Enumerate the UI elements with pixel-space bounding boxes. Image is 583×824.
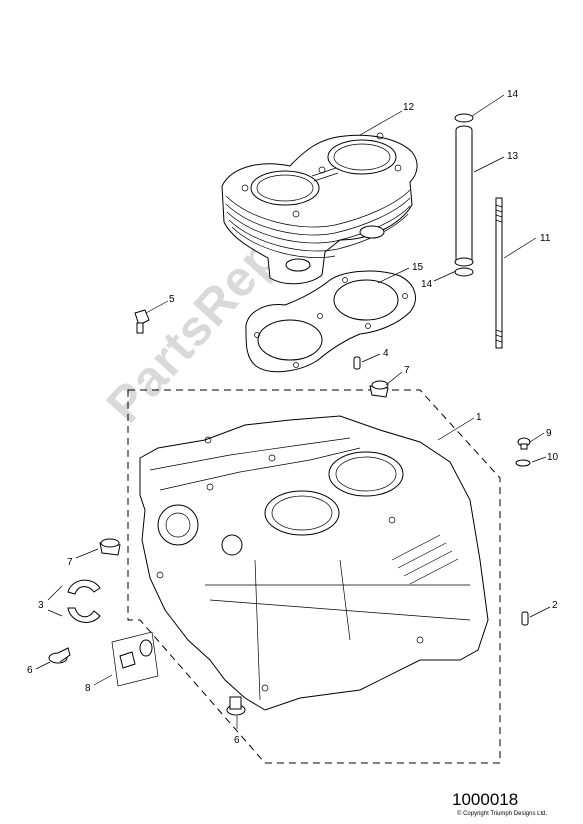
plug-assembly: [111, 631, 159, 687]
callout-12: 12: [403, 102, 415, 113]
callout-2: 2: [552, 600, 558, 611]
callout-15: 15: [412, 262, 424, 273]
callout-14-bottom: 14: [421, 279, 433, 290]
crankcase-boundary: [127, 389, 501, 764]
base-gasket: [245, 270, 416, 373]
callout-9: 9: [546, 428, 552, 439]
callout-10: 10: [547, 452, 559, 463]
callout-5: 5: [169, 294, 175, 305]
callout-1: 1: [476, 412, 482, 423]
pushrod-tube: [454, 113, 474, 277]
drain-plug-bottom: [226, 696, 246, 716]
callout-6-left: 6: [27, 665, 33, 676]
callout-8: 8: [85, 683, 91, 694]
callout-13: 13: [507, 151, 519, 162]
ring-dowel-top: [369, 380, 389, 398]
callout-11: 11: [540, 233, 551, 244]
plug-and-washer: [515, 437, 531, 467]
drawing-number: 1000018: [452, 790, 519, 809]
copyright-notice: © Copyright Triumph Designs Ltd.: [457, 811, 548, 817]
callout-4: 4: [383, 348, 389, 359]
bearing-shells: [67, 579, 101, 623]
callout-6-bottom: 6: [234, 735, 240, 746]
cylinder-stud: [495, 197, 503, 349]
callout-7-left: 7: [67, 557, 73, 568]
cylinder-block: [221, 132, 418, 285]
callout-7-top: 7: [404, 365, 410, 376]
callout-14-top: 14: [507, 89, 519, 100]
crankcase: [139, 415, 489, 711]
callout-3: 3: [38, 600, 44, 611]
leader-lines: [35, 94, 551, 729]
ring-dowel-left: [99, 538, 121, 556]
callout-labels: 12 14 13 11 15 14 5 4 7 1 9 10 7 3 2 6 8…: [27, 89, 559, 746]
dowel-right: [521, 611, 529, 626]
dowel-top: [353, 356, 361, 370]
breather-fitting: [134, 309, 150, 334]
drain-plug-left: [48, 647, 71, 664]
